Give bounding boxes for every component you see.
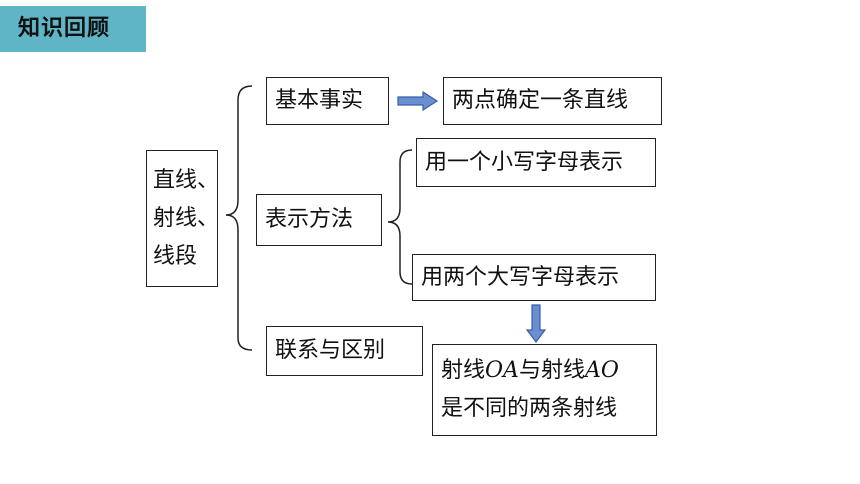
root-line-1: 直线、: [153, 167, 220, 193]
down-arrow-icon: [525, 304, 547, 343]
right-arrow-icon: [397, 90, 439, 112]
representation-brace: [387, 149, 413, 285]
basic-fact-result-node: 两点确定一条直线: [443, 77, 662, 125]
representation-label: 表示方法: [265, 207, 354, 232]
ray-oa: OA: [485, 358, 519, 383]
conclusion-line-2: 是不同的两条射线: [441, 396, 618, 421]
root-brace: [225, 85, 253, 351]
representation-option-1: 用一个小写字母表示: [416, 138, 656, 187]
representation-option-2: 用两个大写字母表示: [412, 254, 656, 301]
representation-node: 表示方法: [256, 194, 382, 246]
root-line-2: 射线、: [153, 205, 220, 231]
root-node: 直线、 射线、 线段: [146, 150, 220, 287]
section-title: 知识回顾: [0, 6, 146, 52]
representation-option-1-label: 用一个小写字母表示: [425, 149, 624, 175]
relation-label: 联系与区别: [275, 338, 386, 363]
basic-fact-node: 基本事实: [266, 77, 389, 125]
relation-conclusion-node: 射线OA与射线AO 是不同的两条射线: [432, 344, 657, 436]
ray-ao: AO: [584, 358, 619, 383]
root-line-3: 线段: [153, 243, 198, 269]
basic-fact-result-label: 两点确定一条直线: [452, 88, 629, 113]
representation-option-2-label: 用两个大写字母表示: [421, 264, 620, 290]
basic-fact-label: 基本事实: [275, 88, 364, 113]
conclusion-line-1: 射线OA与射线AO: [441, 358, 619, 383]
relation-node: 联系与区别: [266, 326, 423, 376]
